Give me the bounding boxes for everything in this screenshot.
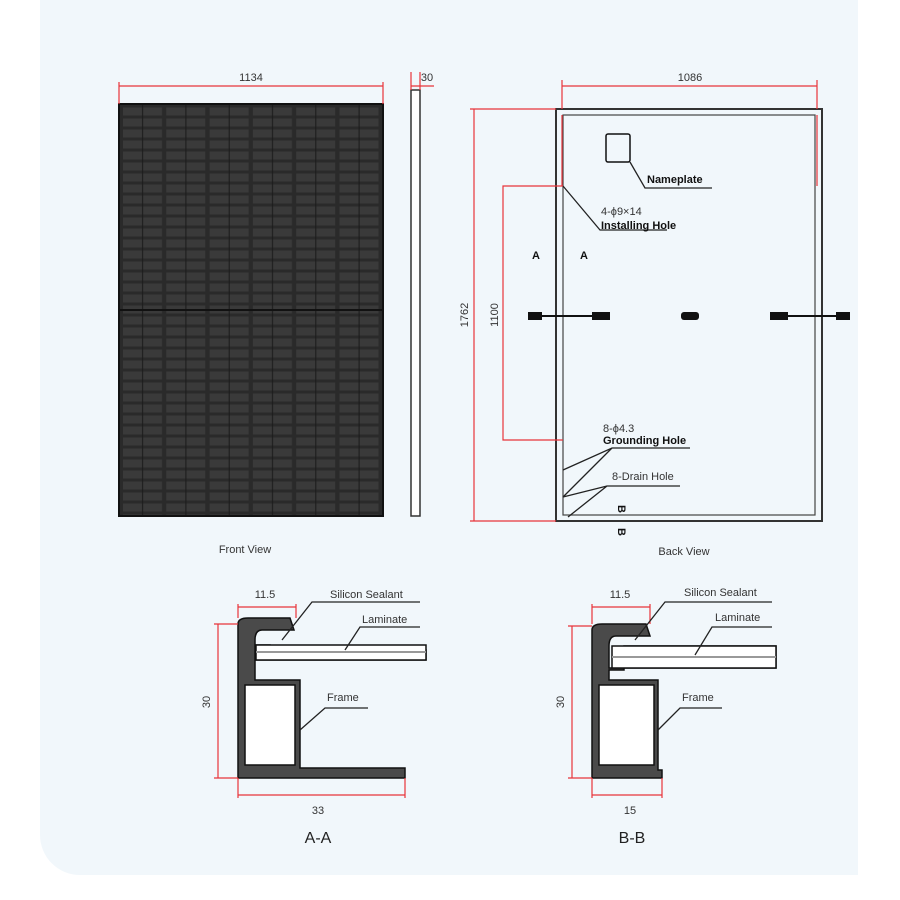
- bb-laminate-label: Laminate: [715, 612, 760, 624]
- aa-frame-label: Frame: [327, 692, 359, 704]
- bb-width-top: 11.5: [610, 589, 631, 601]
- cables: [528, 312, 850, 320]
- bb-height: 30: [555, 696, 567, 708]
- aa-caption: A-A: [305, 830, 332, 847]
- section-b-bottom: B: [615, 528, 627, 536]
- aa-laminate-label: Laminate: [362, 614, 407, 626]
- installing-hole-label: Installing Hole: [601, 220, 676, 232]
- bb-sealant-label: Silicon Sealant: [684, 587, 757, 599]
- section-a-left: A: [532, 250, 540, 262]
- aa-height: 30: [201, 696, 213, 708]
- front-view-caption: Front View: [219, 544, 271, 556]
- drain-hole-label: 8-Drain Hole: [612, 471, 674, 483]
- aa-width-top: 11.5: [255, 589, 276, 601]
- installing-hole-spec: 4-ϕ9×14: [601, 206, 642, 218]
- section-aa: 11.5 30 33 Silicon Sealant Laminate Fram…: [201, 589, 427, 847]
- section-a-right: A: [580, 250, 588, 262]
- thickness-label: 30: [421, 72, 433, 84]
- height-label: 1762: [459, 303, 471, 327]
- back-width-label: 1086: [678, 72, 702, 84]
- junction-box: [681, 312, 699, 320]
- back-view: 1086 1762 1100 Nameplate 4-ϕ9×14 Install…: [459, 72, 850, 558]
- grounding-hole-spec: 8-ϕ4.3: [603, 423, 634, 435]
- grounding-hole-label: Grounding Hole: [603, 435, 686, 447]
- bb-caption: B-B: [619, 830, 646, 847]
- bb-frame-label: Frame: [682, 692, 714, 704]
- back-view-caption: Back View: [658, 546, 709, 558]
- side-view: 30: [410, 72, 434, 517]
- nameplate-box: [605, 133, 631, 163]
- front-width-label: 1134: [239, 72, 263, 84]
- front-view: 1134 Front View: [118, 72, 384, 556]
- bb-width-bottom: 15: [624, 805, 636, 817]
- hole-spacing-label: 1100: [489, 303, 501, 327]
- aa-width-bottom: 33: [312, 805, 324, 817]
- width-dimension-line: [118, 82, 384, 104]
- section-bb: 11.5 30 15 Silicon Sealant Laminate Fram…: [555, 587, 777, 847]
- section-b-top: B: [615, 505, 627, 513]
- nameplate-label: Nameplate: [647, 174, 703, 186]
- aa-sealant-label: Silicon Sealant: [330, 589, 403, 601]
